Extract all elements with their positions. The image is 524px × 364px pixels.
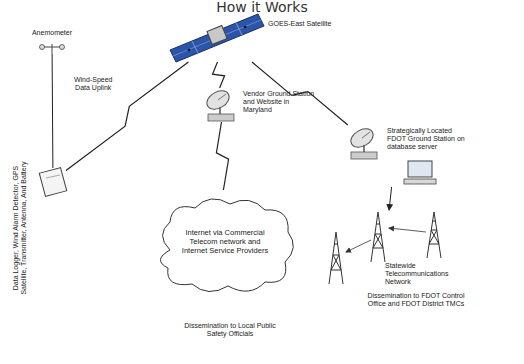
dish-stand — [363, 145, 365, 152]
internet-cloud: Internet via Commercial Telecom network … — [150, 190, 300, 300]
data-logger-box: Data Logger, Wind Alarm Detector, GPS Sa… — [40, 168, 66, 196]
radio-tower — [329, 232, 343, 284]
satellite-icon: GOES-East Satellite — [168, 14, 263, 62]
satellite-dot — [244, 26, 247, 29]
radio-tower — [371, 212, 385, 262]
anemometer-icon: Anemometer — [38, 40, 66, 54]
solar-panel — [170, 14, 264, 62]
node-label: Strategically Located FDOT Ground Statio… — [387, 127, 467, 151]
radio-tower — [427, 212, 441, 258]
computer-keyboard — [404, 179, 436, 184]
node-label: Anemometer — [28, 29, 76, 37]
station-base — [351, 152, 377, 159]
node-label: Data Logger, Wind Alarm Detector, GPS Sa… — [12, 153, 28, 303]
ground-station-dish: Vendor Ground Station and Website in Mar… — [205, 88, 237, 122]
edge-label: Wind-Speed Data Uplink — [67, 76, 119, 92]
computer-monitor — [408, 161, 432, 177]
fdot-ground-station: Strategically Located FDOT Ground Statio… — [345, 125, 445, 187]
cloud-shape — [160, 199, 293, 292]
dish-feed — [218, 94, 226, 100]
satellite-dot — [188, 49, 191, 52]
signal-bolt — [66, 62, 188, 171]
dish-stand — [219, 107, 221, 114]
anemometer-cup — [60, 45, 65, 50]
logger-detail — [46, 175, 60, 178]
dish-feed — [362, 132, 370, 138]
node-label: GOES-East Satellite — [268, 20, 348, 28]
node-label: Internet via Commercial Telecom network … — [178, 228, 272, 255]
diagram-title: How it Works — [162, 0, 362, 15]
dissemination-note: Dissemination to FDOT Control Office and… — [358, 292, 474, 308]
node-label: Vendor Ground Station and Website in Mar… — [243, 90, 315, 114]
satellite-body — [207, 26, 227, 45]
dish-antenna — [348, 125, 377, 151]
panel-grid — [173, 20, 261, 56]
anemometer-cup — [40, 45, 45, 50]
logger-enclosure — [39, 168, 66, 197]
connector-line — [52, 54, 54, 168]
signal-bolt — [213, 62, 225, 88]
dissemination-note: Dissemination to Local Public Safety Off… — [176, 322, 284, 338]
dish-antenna — [204, 87, 233, 113]
connector-line — [389, 187, 392, 210]
link-arrow — [346, 240, 371, 252]
tower-network: Statewide Telecommunications Network — [322, 210, 448, 286]
signal-bolt — [216, 122, 228, 190]
node-label: Statewide Telecommunications Network — [385, 262, 447, 286]
link-arrow — [389, 228, 426, 232]
anemometer-hub — [52, 44, 53, 54]
station-base — [208, 114, 234, 121]
